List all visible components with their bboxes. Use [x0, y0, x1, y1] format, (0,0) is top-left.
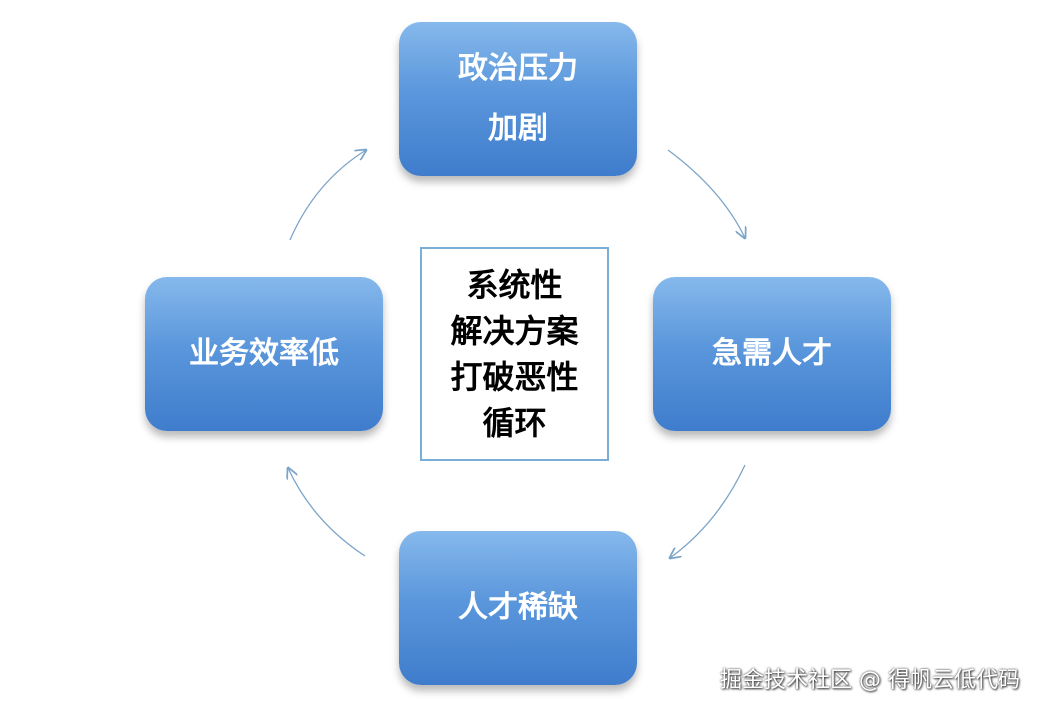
node-label-line: 急需人才 [712, 336, 832, 371]
center-solution-box: 系统性 解决方案 打破恶性 循环 [420, 247, 609, 461]
node-label-line: 加剧 [488, 111, 548, 146]
node-urgent-talent-need: 急需人才 [653, 277, 891, 431]
arrow-bottom-to-left [288, 468, 366, 557]
node-talent-shortage: 人才稀缺 [399, 531, 637, 685]
center-text-line: 解决方案 [450, 312, 579, 350]
node-label-line: 人才稀缺 [458, 590, 578, 625]
center-text-line: 循环 [482, 404, 547, 442]
watermark-text: 掘金技术社区 @ 得帆云低代码 [720, 668, 1020, 693]
node-political-pressure: 政治压力 加剧 [399, 22, 637, 176]
node-label-line: 政治压力 [458, 51, 578, 86]
center-text-line: 系统性 [466, 266, 563, 304]
arrow-top-to-right [667, 149, 745, 238]
center-text-line: 打破恶性 [450, 358, 579, 396]
arrow-right-to-bottom [670, 464, 746, 558]
node-low-business-efficiency: 业务效率低 [145, 277, 383, 431]
arrow-left-to-top [289, 150, 366, 241]
node-label-line: 业务效率低 [189, 336, 339, 371]
